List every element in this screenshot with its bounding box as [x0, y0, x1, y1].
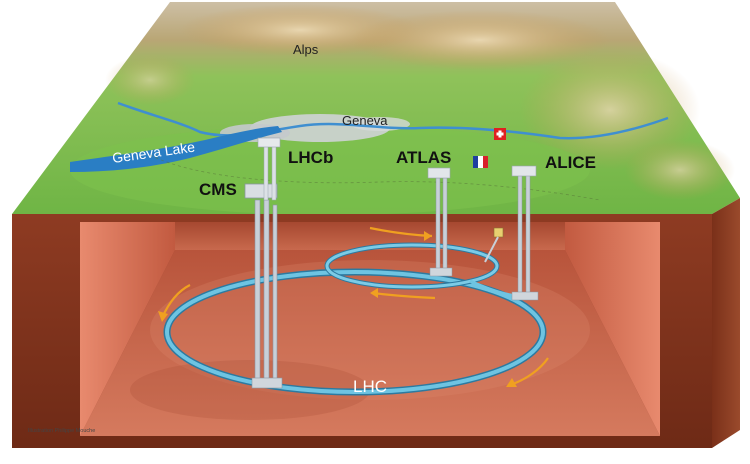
lhc-ring	[163, 268, 547, 396]
french-flag-icon	[473, 156, 488, 168]
river	[117, 101, 669, 140]
rock-cross-section	[12, 198, 740, 448]
label-lhcb: LHCb	[288, 148, 333, 167]
geneva-lake	[70, 126, 282, 172]
lhcb-shaft	[257, 137, 281, 201]
terrain-surface	[12, 2, 740, 215]
label-alice: ALICE	[545, 153, 596, 172]
label-lhc: LHC	[353, 377, 387, 396]
sps-ring	[324, 242, 500, 290]
atlas-shaft	[427, 167, 453, 277]
sps-access	[484, 227, 504, 263]
illustration-credit: Illustration Philippe Mouche	[28, 428, 95, 434]
label-alps: Alps	[293, 42, 319, 57]
swiss-flag-icon	[494, 128, 506, 140]
beam-direction-arrows	[158, 226, 549, 387]
alice-shaft	[511, 165, 539, 301]
cms-shaft	[244, 183, 283, 389]
label-geneva: Geneva	[342, 113, 388, 128]
label-cms: CMS	[199, 180, 237, 199]
label-atlas: ATLAS	[396, 148, 451, 167]
